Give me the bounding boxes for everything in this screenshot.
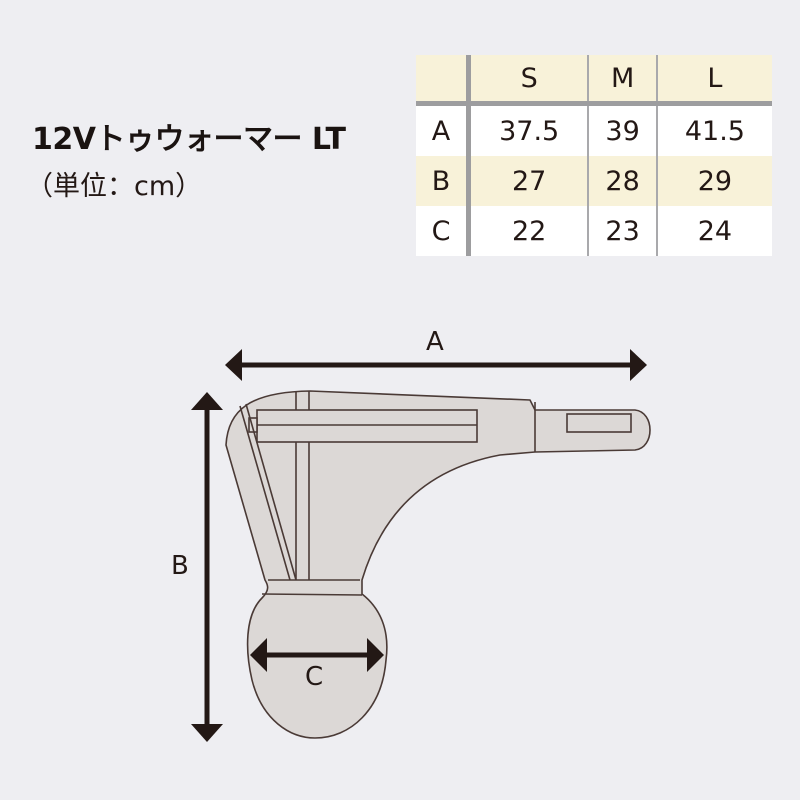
arrow-a-icon — [225, 349, 647, 381]
cell-value: 27 — [511, 165, 547, 197]
arrow-c-icon — [250, 638, 384, 672]
header-size-m: M — [587, 55, 657, 106]
strap-details — [239, 391, 632, 596]
table-header-row: S M L — [416, 55, 772, 106]
toe-warmer-outline — [225, 390, 651, 739]
size-table: S M L A 37.5 39 41.5 B 27 28 29 C 22 23 … — [416, 55, 772, 256]
table-row: A 37.5 39 41.5 — [416, 103, 772, 156]
dimension-label-a: A — [426, 327, 444, 357]
dimension-arrows — [191, 349, 647, 742]
cell-value: 37.5 — [499, 115, 560, 147]
row-label: B — [416, 156, 471, 206]
table-row: B 27 28 29 — [416, 156, 772, 206]
cell-value: 39 — [587, 103, 657, 156]
cell-value: 41.5 — [655, 103, 772, 156]
product-title: 12Vトゥウォーマー LT — [32, 122, 346, 157]
cell-value: 23 — [587, 206, 657, 256]
header-size-s: S — [468, 55, 589, 106]
cell-value: 24 — [655, 206, 772, 256]
row-label: A — [416, 103, 471, 156]
cell-value: 28 — [587, 156, 657, 206]
header-corner — [416, 55, 471, 106]
header-size-l: L — [655, 55, 772, 106]
cell-value: 22 — [511, 215, 547, 247]
dimension-label-b: B — [171, 551, 189, 581]
row-label: C — [416, 206, 471, 256]
arrow-b-icon — [191, 392, 223, 742]
dimension-label-c: C — [305, 662, 324, 692]
cell-value: 29 — [655, 156, 772, 206]
unit-label: （単位：cm） — [26, 171, 203, 202]
table-row: C 22 23 24 — [416, 206, 772, 256]
